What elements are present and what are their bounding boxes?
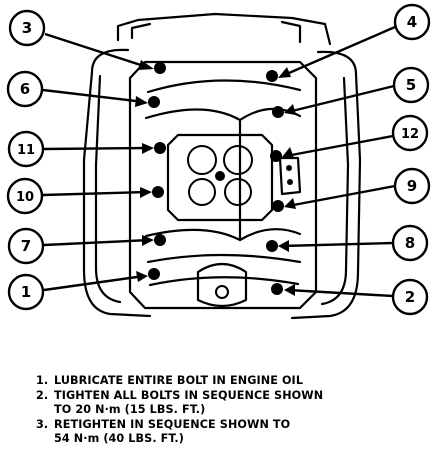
callout-11: 11 bbox=[17, 143, 35, 158]
callout-12: 12 bbox=[401, 127, 419, 142]
callout-10: 10 bbox=[16, 190, 34, 205]
instruction-number: 3. bbox=[36, 417, 49, 431]
instruction-number: 1. bbox=[36, 374, 49, 387]
instruction-item: 2. TIGHTEN ALL BOLTS IN SEQUENCE SHOWN T… bbox=[36, 389, 440, 418]
callout-circle-11 bbox=[7, 130, 45, 168]
arrow-heads bbox=[135, 60, 296, 296]
callout-2: 2 bbox=[405, 288, 415, 306]
bolt-7 bbox=[154, 234, 166, 246]
callout-7: 7 bbox=[21, 237, 31, 255]
bolt-heads bbox=[148, 62, 284, 295]
callout-circle-3 bbox=[8, 9, 46, 47]
callout-3: 3 bbox=[22, 19, 32, 37]
callout-5: 5 bbox=[406, 76, 416, 94]
callout-9: 9 bbox=[407, 177, 417, 195]
callout-1: 1 bbox=[21, 283, 31, 301]
bolt-4 bbox=[266, 70, 278, 82]
carburetor-bores bbox=[187, 145, 253, 206]
instruction-item: 3. RETIGHTEN IN SEQUENCE SHOWN TO 54 N·m… bbox=[36, 418, 440, 447]
bolt-10 bbox=[152, 186, 164, 198]
instruction-line: TO 20 N·m (15 LBS. FT.) bbox=[54, 403, 206, 416]
callout-circle-9 bbox=[393, 167, 431, 205]
bolt-6 bbox=[148, 96, 160, 108]
bolt-8 bbox=[266, 240, 278, 252]
instruction-item: 1. LUBRICATE ENTIRE BOLT IN ENGINE OIL bbox=[36, 374, 440, 389]
callout-circle-1 bbox=[7, 273, 45, 311]
bolt-11 bbox=[154, 142, 166, 154]
bolt-1 bbox=[148, 268, 160, 280]
bolt-3 bbox=[154, 62, 166, 74]
callout-circle-2 bbox=[391, 278, 429, 316]
callout-circle-8 bbox=[391, 224, 429, 262]
instruction-line: LUBRICATE ENTIRE BOLT IN ENGINE OIL bbox=[54, 374, 304, 387]
instruction-line: RETIGHTEN IN SEQUENCE SHOWN TO bbox=[54, 417, 291, 431]
callout-circle-6 bbox=[6, 70, 44, 108]
callout-circle-4 bbox=[393, 3, 431, 41]
instruction-line: 54 N·m (40 LBS. FT.) bbox=[54, 432, 184, 445]
instruction-line: TIGHTEN ALL BOLTS IN SEQUENCE SHOWN bbox=[54, 388, 324, 402]
bolt-2 bbox=[271, 283, 283, 295]
callout-circle-7 bbox=[7, 227, 45, 265]
callout-circles bbox=[6, 3, 431, 316]
callout-8: 8 bbox=[405, 234, 415, 252]
callout-circle-5 bbox=[392, 66, 430, 104]
bolt-9 bbox=[272, 200, 284, 212]
callout-circle-12 bbox=[391, 114, 429, 152]
intake-manifold-diagram: 1 2 3 4 5 6 7 8 9 10 11 12 bbox=[6, 3, 431, 320]
bolt-5 bbox=[272, 106, 284, 118]
leader-arrows bbox=[42, 25, 396, 298]
instruction-number: 2. bbox=[36, 388, 49, 402]
bracket-holes bbox=[215, 165, 293, 299]
callout-4: 4 bbox=[407, 13, 417, 31]
torque-instructions: 1. LUBRICATE ENTIRE BOLT IN ENGINE OIL 2… bbox=[36, 374, 440, 447]
callout-circle-10 bbox=[6, 177, 44, 215]
bolt-12 bbox=[270, 150, 282, 162]
callout-numbers: 1 2 3 4 5 6 7 8 9 10 11 12 bbox=[16, 13, 419, 306]
callout-6: 6 bbox=[20, 80, 30, 98]
